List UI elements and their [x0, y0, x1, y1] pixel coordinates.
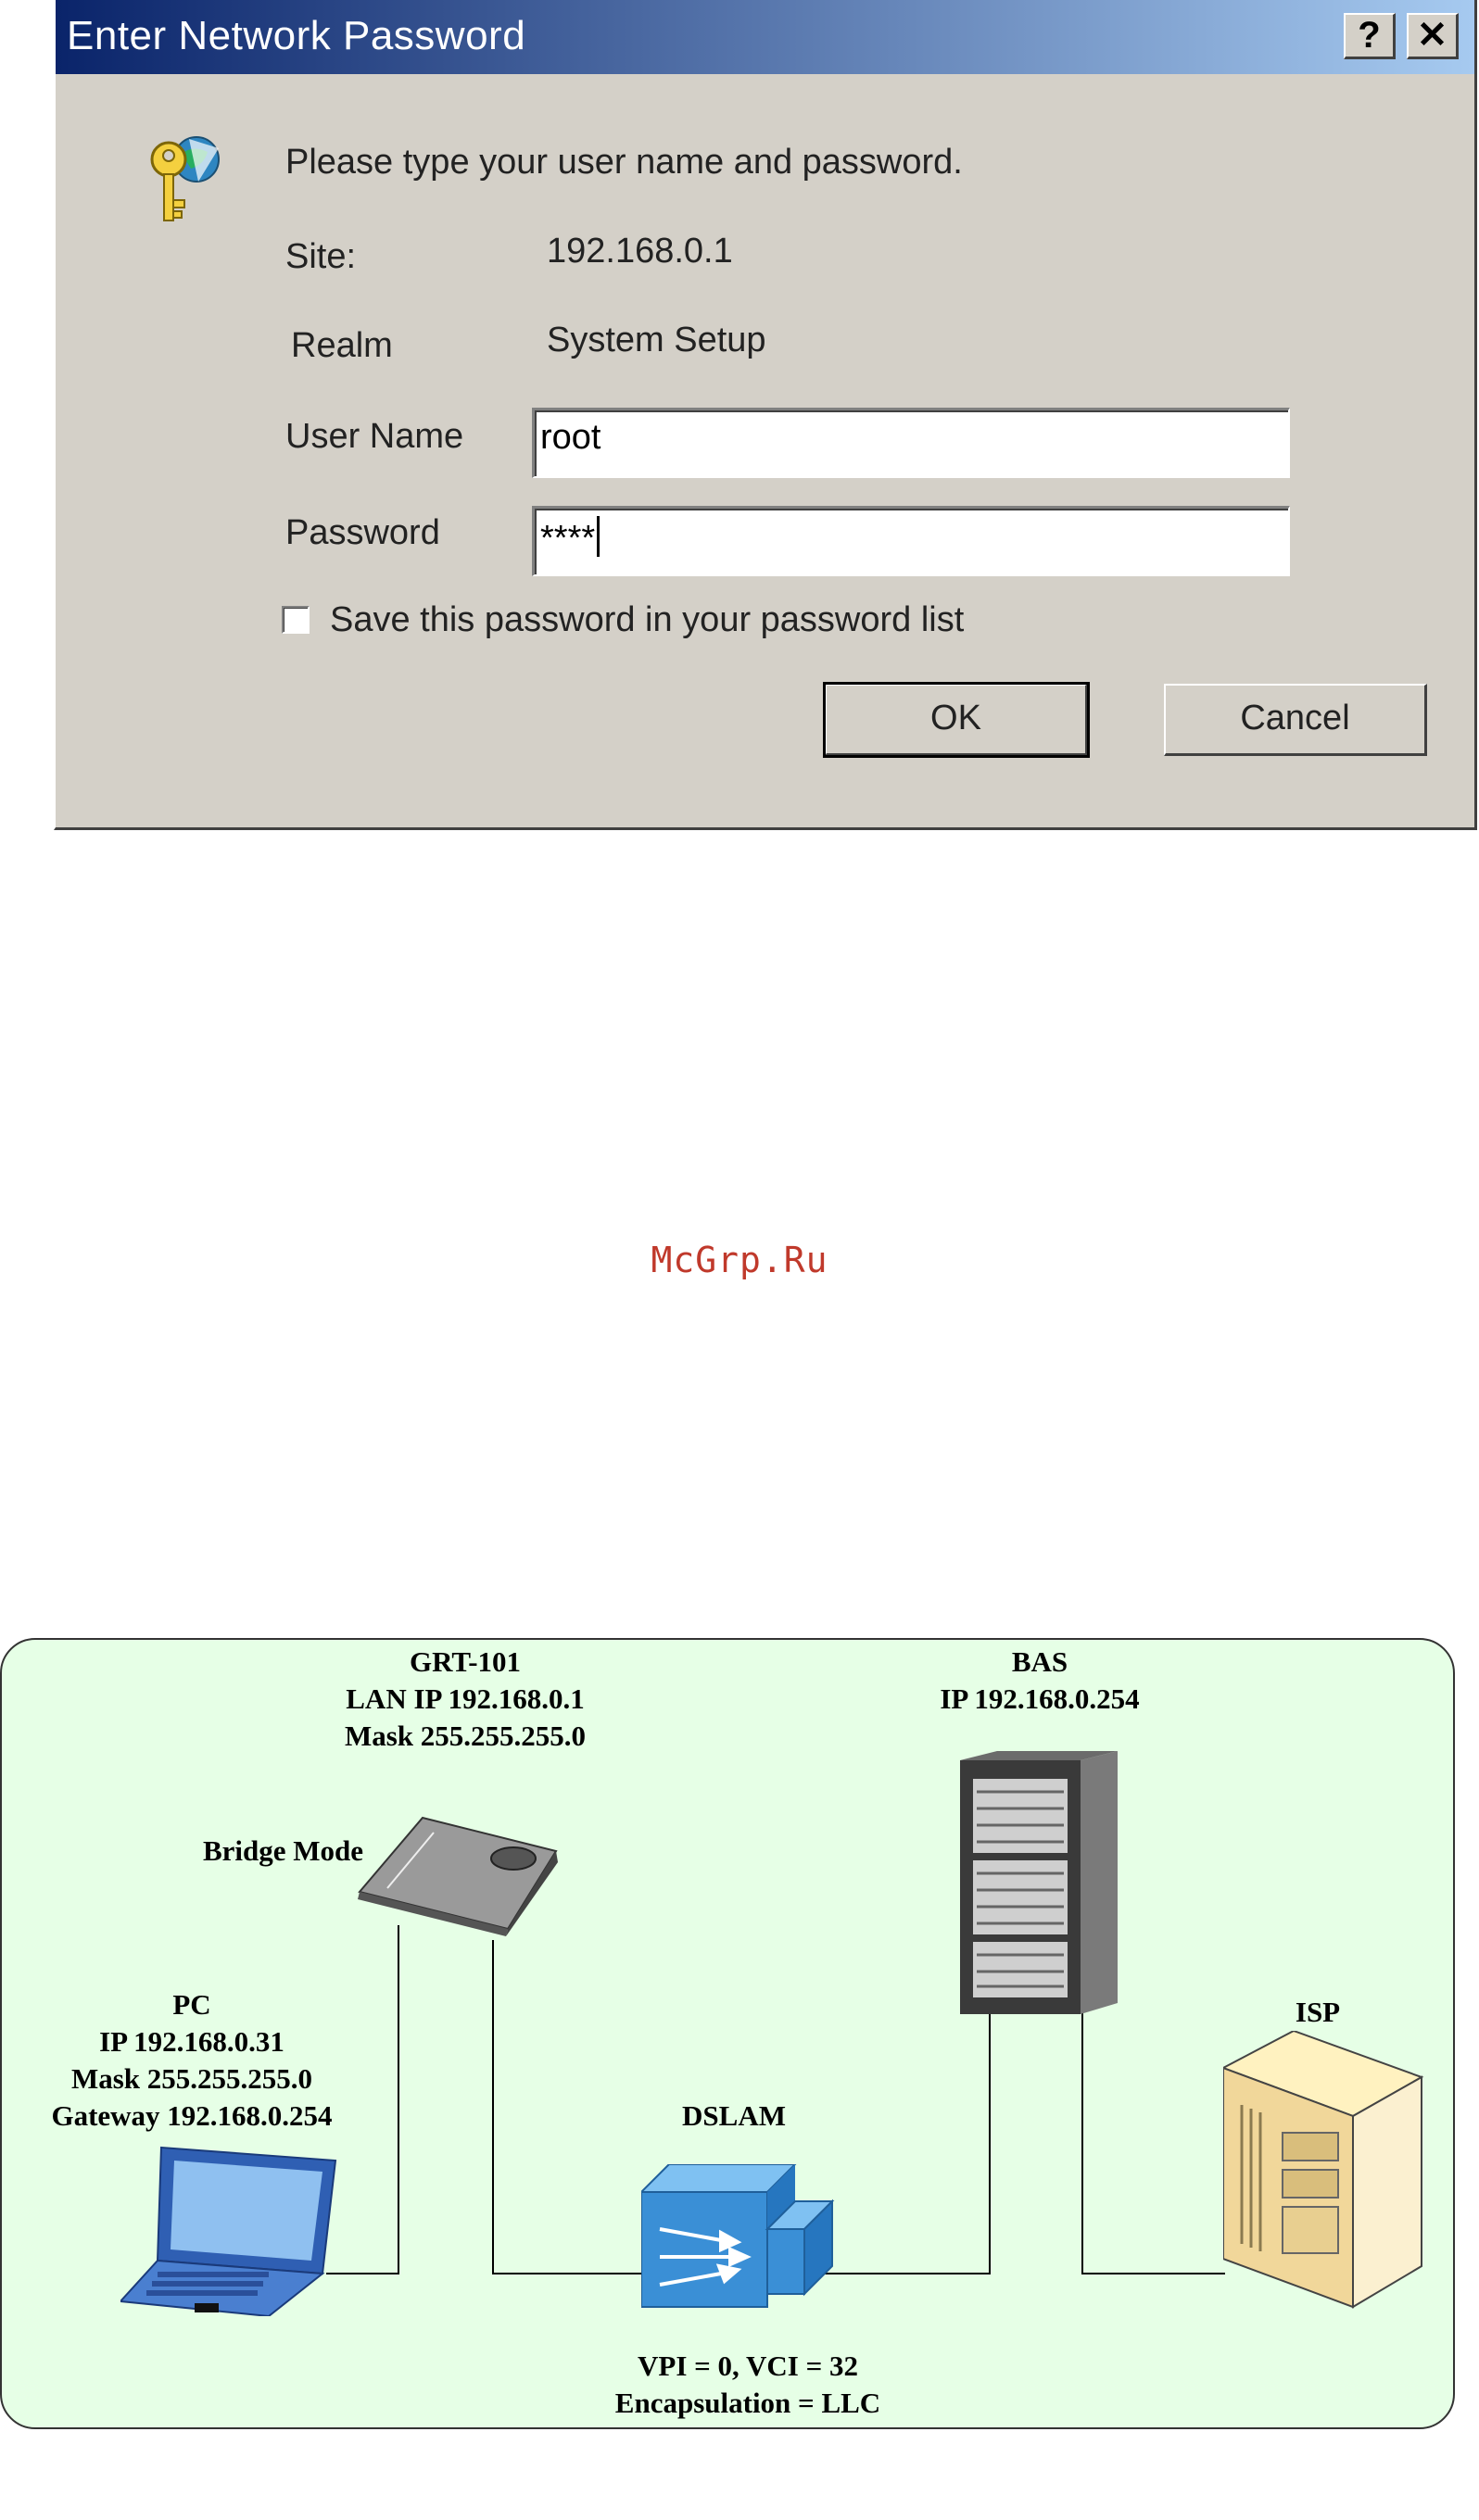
site-value: 192.168.0.1	[547, 232, 733, 271]
username-label: User Name	[285, 417, 464, 456]
prompt-text: Please type your user name and password.	[285, 143, 963, 182]
diagram-wires	[326, 1925, 1225, 2274]
bas-label: BAS IP 192.168.0.254	[891, 1644, 1188, 1718]
help-button[interactable]: ?	[1344, 13, 1396, 59]
pc-name: PC	[172, 1988, 211, 2021]
bas-server-icon	[960, 1751, 1118, 2014]
key-globe-icon	[150, 136, 220, 221]
cancel-button[interactable]: Cancel	[1164, 684, 1427, 756]
encapsulation: Encapsulation = LLC	[614, 2387, 881, 2419]
password-value: ****	[540, 519, 596, 558]
router-icon	[358, 1816, 558, 1936]
watermark: McGrp.Ru	[651, 1240, 828, 1280]
network-password-dialog: Enter Network Password ? ✕ Please type y…	[54, 0, 1477, 830]
pc-gateway: Gateway 192.168.0.254	[51, 2099, 333, 2132]
pc-mask: Mask 255.255.255.0	[70, 2062, 313, 2095]
password-label: Password	[285, 513, 440, 552]
pc-ip: IP 192.168.0.31	[99, 2025, 284, 2058]
title-bar[interactable]: Enter Network Password ? ✕	[56, 0, 1474, 74]
save-password-label[interactable]: Save this password in your password list	[330, 600, 965, 639]
realm-value: System Setup	[547, 321, 766, 359]
bridge-mode-label: Bridge Mode	[202, 1834, 363, 1867]
text-caret	[597, 516, 600, 557]
laptop-icon	[120, 2146, 337, 2316]
dslam-settings: VPI = 0, VCI = 32 Encapsulation = LLC	[539, 2348, 956, 2422]
isp-label: ISP	[1295, 1996, 1341, 2028]
username-value: root	[540, 418, 601, 457]
dslam-label: DSLAM	[682, 2099, 786, 2132]
router-mask: Mask 255.255.255.0	[344, 1720, 587, 1752]
bas-ip: IP 192.168.0.254	[940, 1682, 1140, 1715]
router-label: GRT-101 LAN IP 192.168.0.1 Mask 255.255.…	[298, 1644, 632, 1755]
ok-button[interactable]: OK	[823, 682, 1090, 758]
bas-name: BAS	[1011, 1645, 1068, 1678]
dslam-icon	[641, 2164, 835, 2308]
isp-server-icon	[1223, 2031, 1424, 2309]
save-password-checkbox[interactable]	[282, 606, 310, 634]
username-field[interactable]: root	[532, 408, 1290, 478]
site-label: Site:	[285, 237, 357, 276]
network-diagram: GRT-101 LAN IP 192.168.0.1 Mask 255.255.…	[0, 1638, 1455, 2429]
pc-label: PC IP 192.168.0.31 Mask 255.255.255.0 Ga…	[20, 1986, 363, 2135]
dialog-title: Enter Network Password	[67, 13, 526, 58]
password-field[interactable]: ****	[532, 506, 1290, 576]
router-name: GRT-101	[409, 1645, 522, 1678]
close-button[interactable]: ✕	[1407, 13, 1459, 59]
vpi-vci: VPI = 0, VCI = 32	[638, 2350, 858, 2382]
router-lan-ip: LAN IP 192.168.0.1	[346, 1682, 585, 1715]
realm-label: Realm	[291, 326, 393, 365]
